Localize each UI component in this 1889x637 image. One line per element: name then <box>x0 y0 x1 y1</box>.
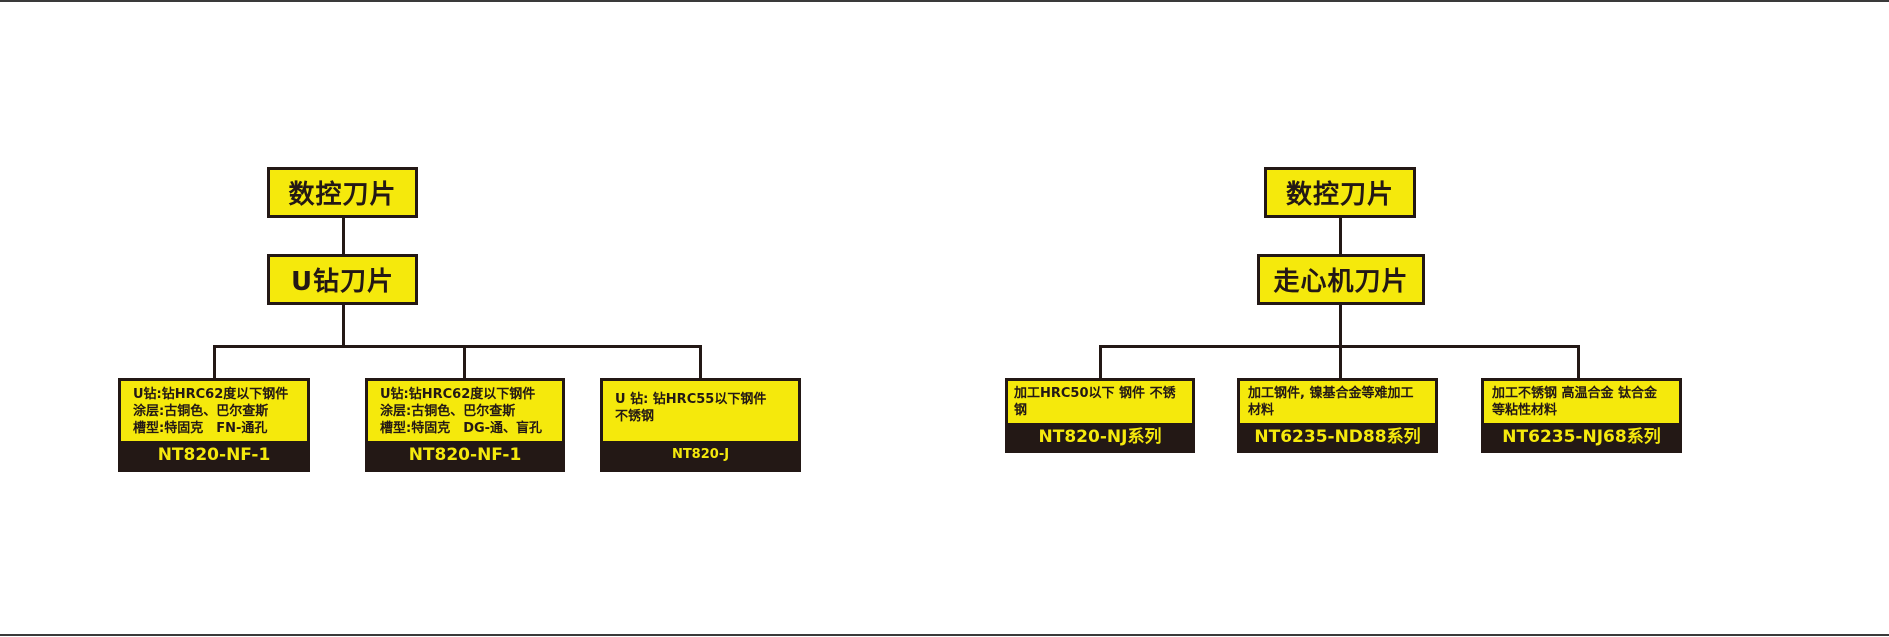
leaf-desc-line: 加工钢件, 镍基合金等难加工 <box>1248 386 1414 401</box>
top-rule <box>0 0 1889 2</box>
root-node-right: 数控刀片 <box>1264 167 1416 218</box>
connector <box>463 345 466 380</box>
leaf-model: NT6235-ND88系列 <box>1254 427 1421 447</box>
leaf-desc-line: U钻:钻HRC62度以下钢件 <box>380 386 536 402</box>
leaf-desc-line: 涂层:古铜色、巴尔查斯 <box>133 403 269 419</box>
leaf-model: NT820-NF-1 <box>157 445 271 465</box>
connector <box>1577 345 1580 380</box>
leaf-node: 加工HRC50以下 钢件 不锈钢 NT820-NJ系列 <box>1005 378 1195 453</box>
connector <box>699 345 702 380</box>
connector <box>342 305 345 348</box>
leaf-desc-line: 等粘性材料 <box>1492 403 1558 418</box>
connector <box>1339 305 1342 348</box>
leaf-desc-line: 加工不锈钢 高温合金 钛合金 <box>1492 386 1658 401</box>
leaf-desc-line: 槽型:特固克 DG-通、盲孔 <box>380 420 543 436</box>
leaf-node: 加工钢件, 镍基合金等难加工材料 NT6235-ND88系列 <box>1237 378 1438 453</box>
connector <box>213 345 702 348</box>
leaf-model: NT6235-NJ68系列 <box>1502 427 1661 447</box>
connector <box>342 218 345 255</box>
leaf-model: NT820-NJ系列 <box>1038 427 1162 447</box>
leaf-desc-line: U 钻: 钻HRC55以下钢件 <box>615 392 767 407</box>
leaf-node: U 钻: 钻HRC55以下钢件不锈钢 NT820-J <box>600 378 801 472</box>
connector <box>1099 345 1102 380</box>
leaf-model: NT820-J <box>671 447 730 462</box>
leaf-desc-line: 不锈钢 <box>615 409 655 424</box>
leaf-desc-line: U钻:钻HRC62度以下钢件 <box>133 386 289 402</box>
leaf-model: NT820-NF-1 <box>408 445 522 465</box>
leaf-node: 加工不锈钢 高温合金 钛合金等粘性材料 NT6235-NJ68系列 <box>1481 378 1682 453</box>
bottom-rule <box>0 634 1889 636</box>
root-node-left: 数控刀片 <box>267 167 418 218</box>
connector <box>213 345 216 380</box>
leaf-node: U钻:钻HRC62度以下钢件涂层:古铜色、巴尔查斯槽型:特固克 DG-通、盲孔 … <box>365 378 565 472</box>
category-node-swiss-lathe: 走心机刀片 <box>1257 254 1425 305</box>
leaf-desc-line: 加工HRC50以下 钢件 不锈钢 <box>1014 386 1176 418</box>
leaf-desc-line: 涂层:古铜色、巴尔查斯 <box>380 403 516 419</box>
leaf-desc-line: 槽型:特固克 FN-通孔 <box>133 420 268 436</box>
connector <box>1339 218 1342 255</box>
connector <box>1339 345 1342 380</box>
leaf-node: U钻:钻HRC62度以下钢件涂层:古铜色、巴尔查斯槽型:特固克 FN-通孔 NT… <box>118 378 310 472</box>
category-node-u-drill: U钻刀片 <box>267 254 418 305</box>
leaf-desc-line: 材料 <box>1248 403 1275 418</box>
